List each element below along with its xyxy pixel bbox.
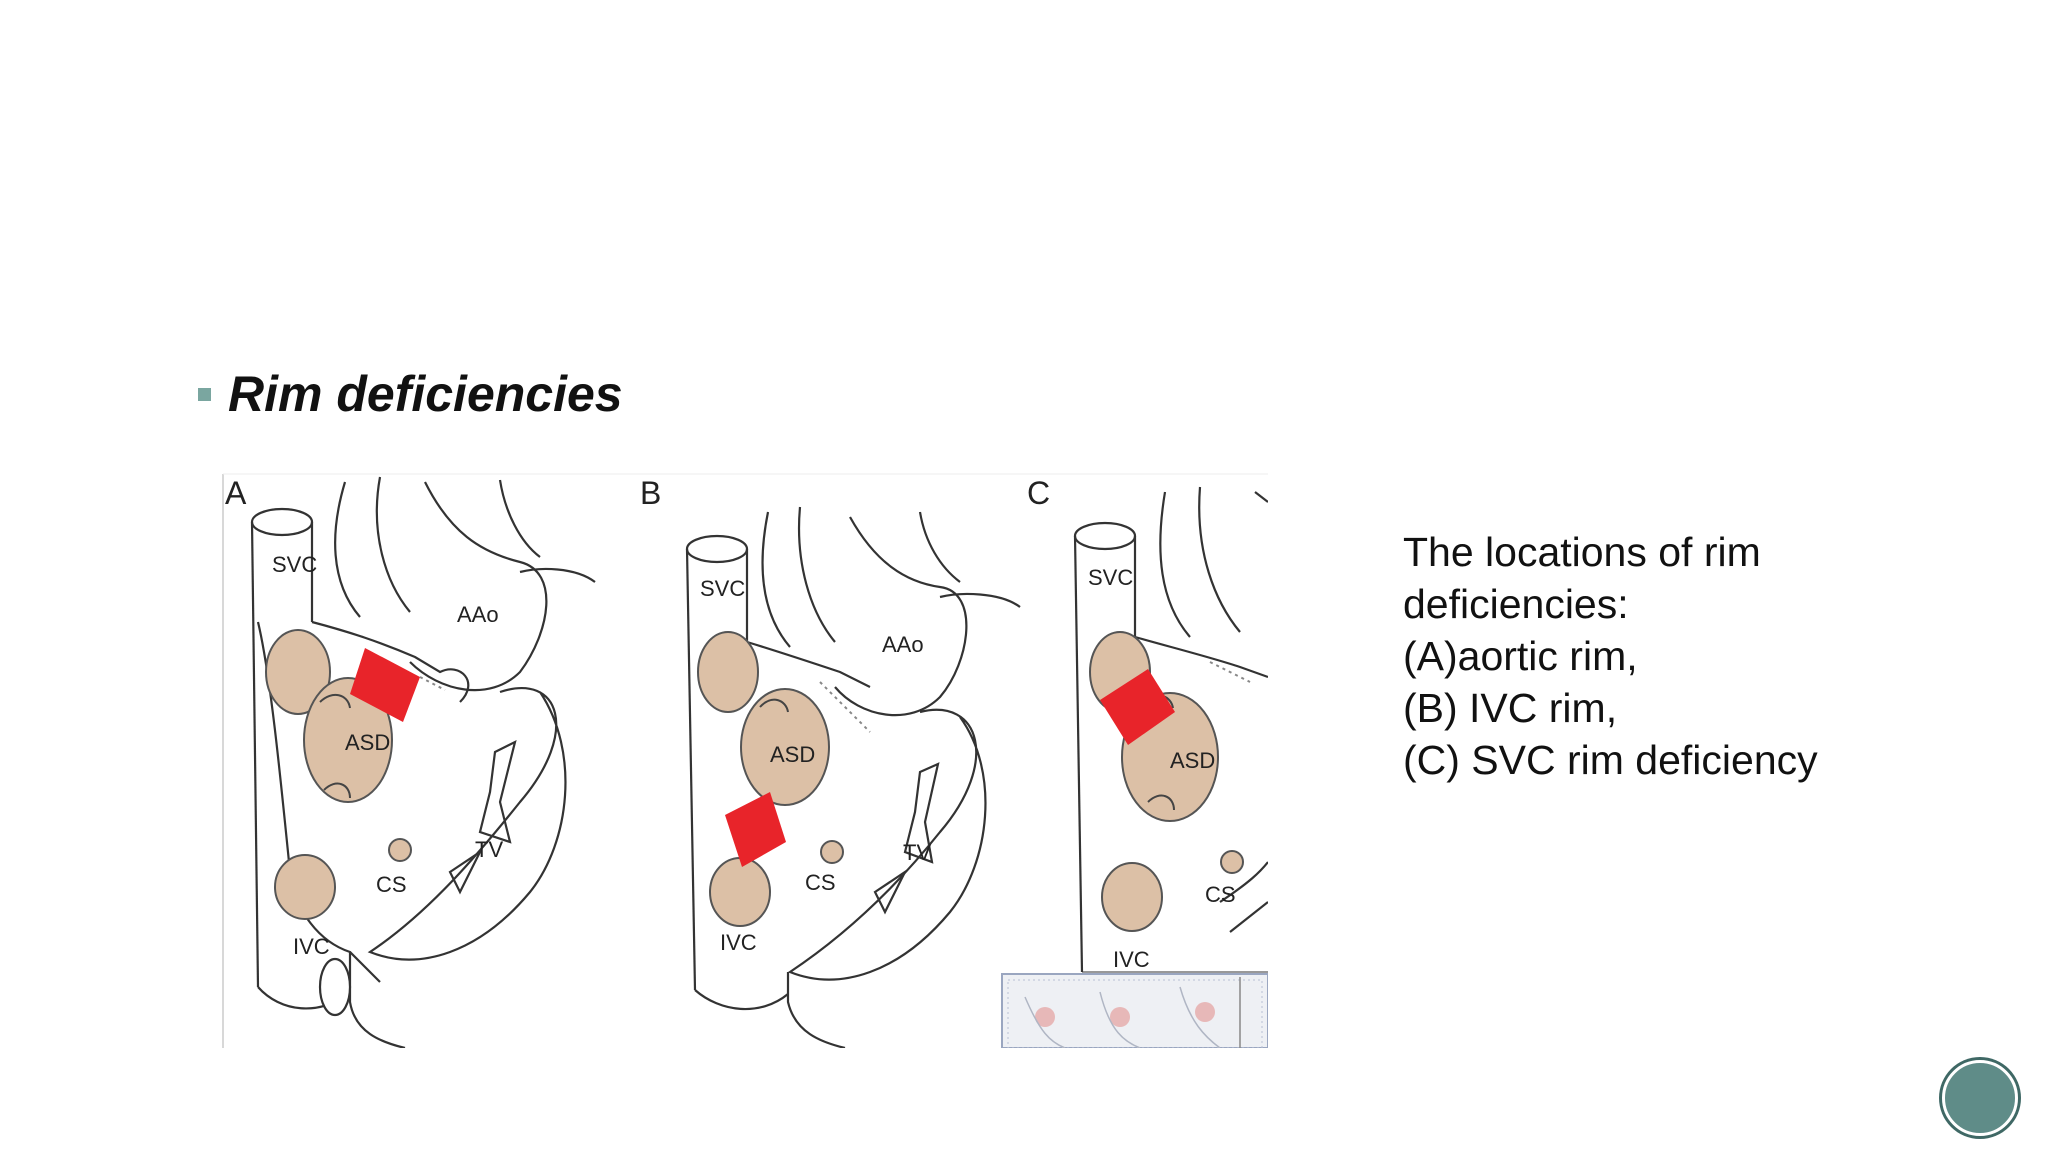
svc-opening-c bbox=[1073, 521, 1137, 551]
tv-leaflet-1-b bbox=[903, 762, 940, 864]
aorta-line-1-c bbox=[1159, 491, 1191, 638]
panel-a-cs-label: CS bbox=[376, 872, 407, 897]
ivc-right-b bbox=[786, 972, 846, 1048]
ivc-opening bbox=[318, 957, 352, 1017]
svc-left-wall-b bbox=[685, 548, 697, 991]
tv-leaflet-2-b bbox=[873, 868, 908, 915]
aortic-line-3 bbox=[519, 567, 596, 583]
aortic-root-b bbox=[834, 516, 968, 717]
panel-a-tv-label: TV bbox=[475, 837, 503, 862]
panel-c bbox=[1073, 486, 1268, 973]
panel-a-svc-label: SVC bbox=[272, 552, 317, 577]
panel-b-svc-label: SVC bbox=[700, 576, 745, 601]
asd-b-fold-1 bbox=[759, 698, 789, 713]
caption-line-4: (B) IVC rim, bbox=[1403, 685, 1618, 731]
defect-aortic-rim bbox=[350, 648, 420, 722]
panel-c-ivc-label: IVC bbox=[1113, 947, 1150, 972]
panel-b-asd-label: ASD bbox=[770, 742, 815, 767]
aortic-root bbox=[409, 481, 548, 692]
rim-tissue-a-upper bbox=[265, 629, 331, 715]
septum-top-b bbox=[746, 640, 871, 688]
tv-outline-c bbox=[1219, 861, 1268, 903]
septum-top-c bbox=[1134, 635, 1268, 679]
defect-b-dash bbox=[819, 681, 871, 733]
aorta-line-1-b bbox=[761, 511, 791, 648]
rim-tissue-b-lower bbox=[709, 857, 771, 927]
tv-leaflet-2 bbox=[448, 848, 483, 895]
cs-b-circle bbox=[820, 840, 844, 864]
aorta-line-2 bbox=[375, 476, 411, 613]
panel-a-asd-label: ASD bbox=[345, 730, 390, 755]
panel-b bbox=[685, 506, 1021, 1048]
rim-tissue-a-lower bbox=[274, 854, 336, 920]
bullet-marker bbox=[198, 387, 211, 401]
figure-caption: The locations of rim deficiencies: (A)ao… bbox=[1403, 526, 1963, 786]
panel-c-asd-label: ASD bbox=[1170, 748, 1215, 773]
ivc-bottom-b bbox=[694, 989, 789, 1011]
tv-leaflet-1 bbox=[478, 739, 517, 844]
panel-c-letter: C bbox=[1027, 475, 1050, 511]
asd-a bbox=[303, 677, 393, 803]
svc-opening bbox=[250, 507, 314, 537]
tv-outline-b bbox=[787, 708, 987, 981]
asd-a-fold-2 bbox=[323, 782, 351, 799]
caption-line-5: (C) SVC rim deficiency bbox=[1403, 737, 1818, 783]
panel-c-svc-label: SVC bbox=[1088, 565, 1133, 590]
panel-b-aao-label: AAo bbox=[882, 632, 924, 657]
aortic-line-3-b bbox=[939, 592, 1021, 608]
aorta-line-2-b bbox=[797, 506, 836, 643]
aorta-line-2-c bbox=[1198, 486, 1241, 633]
asd-b bbox=[740, 688, 830, 806]
panel-a-letter: A bbox=[225, 475, 247, 511]
slide-heading: Rim deficiencies bbox=[228, 366, 623, 422]
slide-nav-button[interactable] bbox=[1942, 1060, 2018, 1136]
inset-thumbnail bbox=[1001, 973, 1268, 1048]
inset-mark-2 bbox=[1110, 1007, 1130, 1027]
aortic-line-4-b bbox=[918, 511, 961, 583]
bullet-row: Rim deficiencies bbox=[198, 364, 623, 424]
panel-b-tv-label: TV bbox=[903, 840, 931, 865]
panel-a-aao-label: AAo bbox=[457, 602, 499, 627]
caption-line-3: (A)aortic rim, bbox=[1403, 633, 1638, 679]
tv-outline bbox=[367, 687, 567, 961]
defect-a-dash bbox=[419, 676, 446, 691]
panel-c-cs-label: CS bbox=[1205, 882, 1236, 907]
inset-mark-3 bbox=[1195, 1002, 1215, 1022]
defect-c-dash bbox=[1209, 661, 1251, 683]
aorta-line-1 bbox=[334, 481, 361, 618]
defect-ivc-rim bbox=[725, 792, 786, 867]
caption-line-2: deficiencies: bbox=[1403, 581, 1629, 627]
asd-c-fold-2 bbox=[1147, 794, 1175, 811]
rim-tissue-c-lower bbox=[1101, 862, 1163, 932]
panel-a bbox=[250, 476, 596, 1048]
rim-deficiency-figure: A SVC AAo ASD CS TV IVC bbox=[220, 472, 1268, 1048]
septum-top bbox=[311, 620, 470, 703]
aortic-root-c bbox=[1254, 491, 1268, 503]
inset-mark-1 bbox=[1035, 1007, 1055, 1027]
panel-a-ivc-label: IVC bbox=[293, 934, 330, 959]
tv-line-c bbox=[1229, 901, 1268, 933]
svc-left-wall bbox=[250, 521, 260, 988]
panel-b-letter: B bbox=[640, 475, 661, 511]
caption-line-1: The locations of rim bbox=[1403, 529, 1761, 575]
ivc-right bbox=[348, 952, 406, 1048]
rim-tissue-b-upper bbox=[697, 631, 759, 713]
asd-a-fold-1 bbox=[319, 693, 351, 709]
svc-left-wall-c bbox=[1073, 535, 1084, 973]
cs-a-circle bbox=[388, 838, 412, 862]
defect-svc-rim bbox=[1100, 669, 1175, 745]
panel-b-ivc-label: IVC bbox=[720, 930, 757, 955]
panel-b-cs-label: CS bbox=[805, 870, 836, 895]
anatomy-diagram: A SVC AAo ASD CS TV IVC bbox=[222, 473, 1268, 1048]
aortic-line-4 bbox=[498, 479, 541, 558]
svc-opening-b bbox=[685, 534, 749, 564]
cs-c-circle bbox=[1220, 850, 1244, 874]
